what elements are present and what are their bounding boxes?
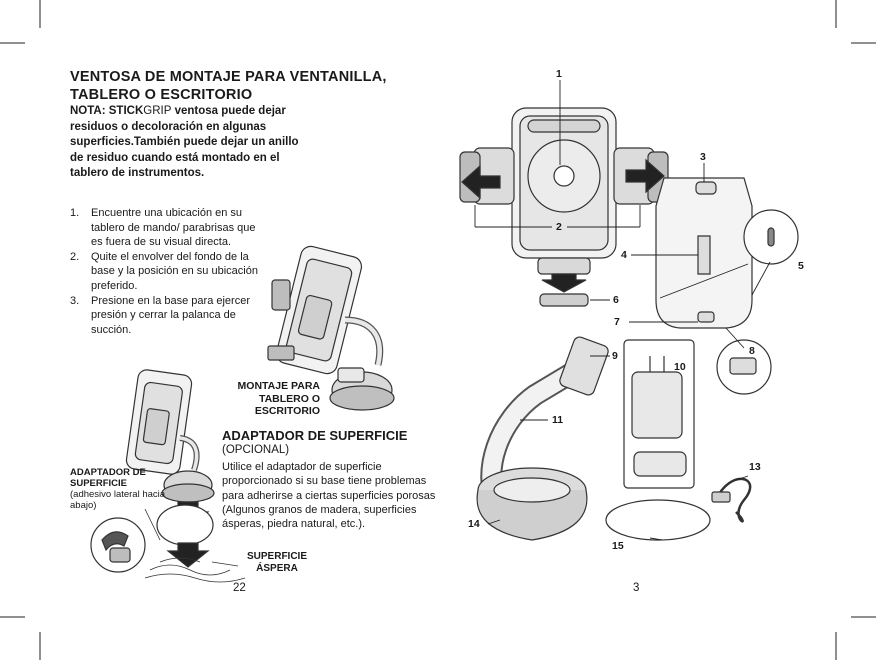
- adapter-section-body: Utilice el adaptador de superficie propo…: [222, 461, 436, 531]
- step-1: 1. Encuentre una ubicación en su tablero …: [70, 206, 270, 250]
- callout-13: 13: [749, 461, 761, 473]
- callout-9: 9: [612, 350, 618, 362]
- callout-1: 1: [556, 68, 562, 80]
- step-2: 2. Quite el envolver del fondo de la base…: [70, 250, 270, 294]
- step-text: Presione en la base para ejercer presión…: [91, 294, 250, 336]
- suction-base-illustration: [476, 336, 609, 541]
- callout-3: 3: [700, 151, 706, 163]
- callout-7: 7: [614, 316, 620, 328]
- step-text: Encuentre una ubicación en su tablero de…: [91, 207, 256, 249]
- note-text: ventosa puede dejar residuos o decolorac…: [70, 105, 299, 179]
- step-number: 3.: [70, 294, 80, 307]
- callout-10: 10: [674, 361, 686, 373]
- step-text: Quite el envolver del fondo de la base y…: [91, 250, 258, 292]
- dash-mount-illustration: [267, 245, 395, 411]
- callout-2: 2: [556, 221, 562, 233]
- note-label: NOTA: STICK: [70, 105, 144, 117]
- note-brand: GRIP: [143, 105, 172, 117]
- adapter-illustration: [90, 369, 246, 583]
- note-block: NOTA: STICKGRIP ventosa puede dejar resi…: [70, 104, 310, 182]
- accessories-illustration: [605, 339, 752, 541]
- adapter-label-title: ADAPTADOR DE SUPERFICIE: [70, 467, 146, 489]
- callout-14: 14: [468, 518, 480, 530]
- leader-lines: [474, 80, 771, 541]
- cradle-illustration: [459, 107, 669, 307]
- adapter-section-optional: (OPCIONAL): [222, 444, 290, 456]
- step-number: 1.: [70, 207, 80, 219]
- page-number-left: 22: [233, 582, 246, 594]
- step-number: 2.: [70, 250, 80, 263]
- callout-11: 11: [552, 414, 564, 426]
- surface-label: SUPERFICIE ÁSPERA: [246, 551, 307, 574]
- callout-15: 15: [612, 540, 624, 552]
- callout-8: 8: [749, 345, 755, 357]
- adapter-label-sub: (adhesivo lateral hacia abajo): [70, 489, 166, 511]
- callout-6: 6: [613, 294, 619, 306]
- mount-label: MONTAJE PARA TABLERO O ESCRITORIO: [237, 380, 320, 417]
- instruction-steps: 1. Encuentre una ubicación en su tablero …: [70, 206, 270, 337]
- adapter-label: ADAPTADOR DE SUPERFICIE (adhesivo latera…: [70, 467, 190, 511]
- callout-5: 5: [798, 260, 804, 272]
- page-title: VENTOSA DE MONTAJE PARA VENTANILLA, TABL…: [70, 69, 387, 103]
- page-number-right: 3: [633, 582, 640, 594]
- step-3: 3. Presione en la base para ejercer presi…: [70, 294, 270, 338]
- adapter-section-title: ADAPTADOR DE SUPERFICIE: [222, 428, 408, 443]
- callout-4: 4: [621, 249, 627, 261]
